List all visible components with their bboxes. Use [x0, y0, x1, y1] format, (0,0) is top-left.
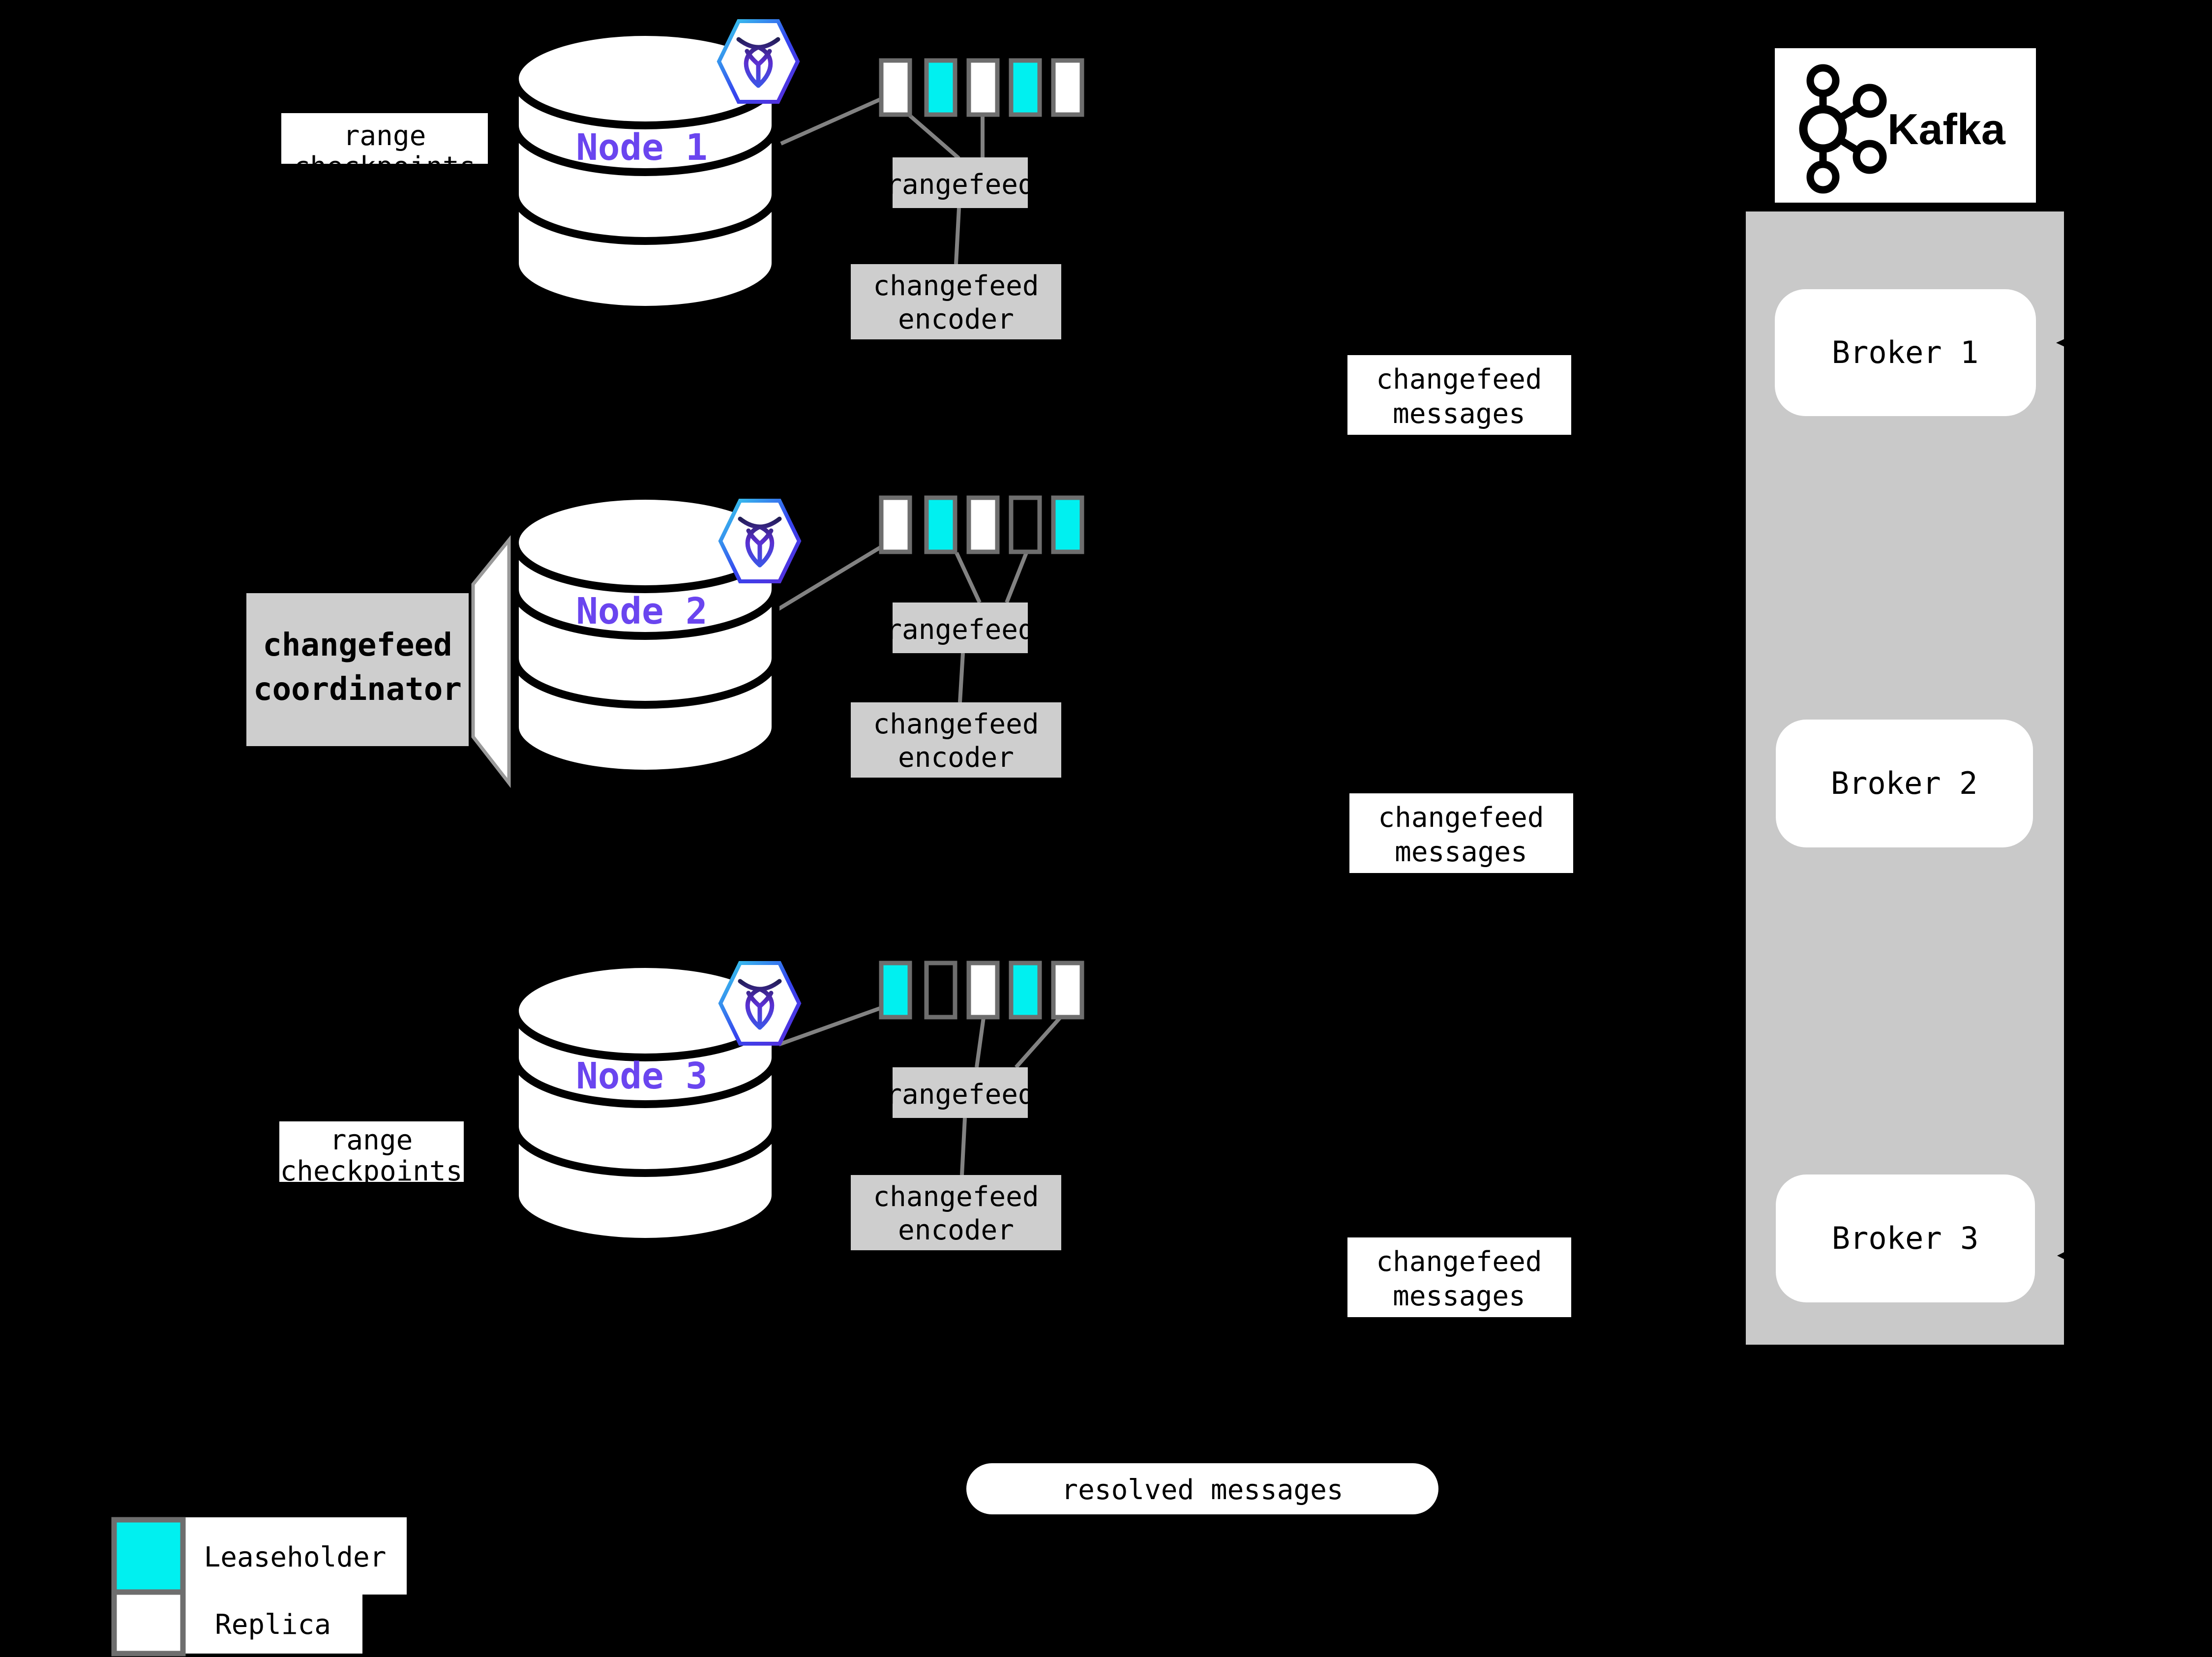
range-square	[879, 495, 912, 554]
cockroachdb-hexagon-icon	[720, 501, 799, 581]
changefeed-encoder-box	[851, 702, 1061, 778]
node-3-label: Node 3	[576, 1055, 707, 1097]
encoder-line1: changefeed	[873, 270, 1039, 302]
connector-line	[954, 208, 961, 265]
connector-line	[958, 653, 965, 703]
range-square	[1009, 961, 1042, 1020]
messages-line2: messages	[1393, 398, 1525, 430]
coordinator-flag	[471, 535, 511, 788]
changefeed-coordinator-box	[246, 593, 469, 746]
messages-line1: changefeed	[1376, 1246, 1542, 1278]
range-checkpoints-line1: range	[343, 120, 426, 152]
encoder-line2: encoder	[898, 303, 1014, 335]
range-square	[1009, 58, 1042, 117]
cockroachdb-hexagon-icon	[719, 21, 798, 102]
node-2-group: changefeed coordinator Node 2 rangefeed …	[246, 496, 1573, 873]
rangefeed-label: rangefeed	[885, 169, 1034, 201]
changefeed-messages-box	[1347, 1237, 1571, 1317]
range-square	[1051, 961, 1084, 1020]
changefeed-encoder-box	[851, 1175, 1061, 1250]
range-checkpoints-line1: range	[330, 1124, 413, 1156]
connector-line	[780, 97, 881, 146]
range-square	[966, 961, 1000, 1020]
broker-2-label: Broker 2	[1831, 765, 1978, 801]
legend: Leaseholder Replica	[111, 1517, 407, 1657]
node-3-group: range checkpoints Node 3 rangefeed chang…	[279, 963, 1571, 1317]
connector-line	[955, 552, 982, 603]
connector-line	[1005, 552, 1028, 603]
range-square	[1051, 495, 1084, 554]
node-1-range-squares	[879, 58, 1084, 117]
changefeed-messages-box	[1347, 355, 1571, 435]
node-2-label: Node 2	[576, 590, 707, 633]
node-1-group: range checkpoints Node 1 rangefeed chang…	[281, 21, 1571, 435]
legend-replica-labelbox	[183, 1595, 362, 1654]
node-3-range-squares	[879, 961, 1084, 1020]
coordinator-line2: coordinator	[253, 671, 462, 708]
connector-line	[975, 1017, 986, 1068]
range-checkpoints-box	[279, 1121, 464, 1182]
broker-1-label: Broker 1	[1832, 334, 1979, 370]
rangefeed-box	[893, 157, 1028, 208]
range-square	[924, 58, 957, 117]
legend-leaseholder-labelbox	[183, 1517, 407, 1595]
range-checkpoints-line2: checkpoints	[280, 1155, 463, 1187]
broker-3-label: Broker 3	[1832, 1220, 1979, 1256]
encoder-line2: encoder	[898, 742, 1014, 774]
left-arrowhead-icon	[2056, 332, 2078, 353]
kafka-brand-label: Kafka	[1887, 105, 2006, 153]
broker-2-box	[1776, 720, 2033, 847]
connector-line	[908, 114, 960, 160]
range-square	[966, 495, 1000, 554]
messages-line1: changefeed	[1376, 363, 1542, 395]
messages-line2: messages	[1393, 1280, 1525, 1312]
legend-leaseholder-swatch	[111, 1517, 186, 1595]
kafka-cluster: Kafka Broker 1 Broker 2 Broker 3	[1746, 48, 2078, 1345]
broker-1-box	[1775, 289, 2036, 416]
connector-line	[960, 1117, 967, 1175]
range-checkpoints-box	[281, 113, 488, 164]
coordinator-line1: changefeed	[263, 627, 452, 663]
node-1-label: Node 1	[576, 126, 707, 169]
messages-line1: changefeed	[1378, 802, 1544, 834]
range-square	[924, 495, 957, 554]
resolved-messages-label: resolved messages	[1061, 1474, 1343, 1506]
range-square	[966, 58, 1000, 117]
rangefeed-box	[893, 1067, 1028, 1118]
legend-replica-label: Replica	[215, 1609, 331, 1641]
range-square	[879, 961, 912, 1020]
node-2-range-squares	[879, 495, 1084, 554]
changefeed-encoder-box	[851, 264, 1061, 339]
resolved-messages-pill	[966, 1463, 1438, 1514]
range-square	[924, 961, 957, 1020]
rangefeed-label: rangefeed	[885, 1079, 1034, 1111]
legend-replica-swatch	[111, 1589, 186, 1657]
broker-3-box	[1776, 1175, 2035, 1302]
messages-line2: messages	[1395, 836, 1527, 868]
range-square	[1009, 495, 1042, 554]
connector-line	[1015, 1013, 1065, 1069]
changefeed-messages-box	[1349, 793, 1573, 873]
rangefeed-box	[893, 603, 1028, 653]
resolved-messages: resolved messages	[966, 1463, 1438, 1514]
encoder-line2: encoder	[898, 1214, 1014, 1246]
range-square	[879, 58, 912, 117]
encoder-line1: changefeed	[873, 708, 1039, 740]
left-arrowhead-icon	[2057, 1252, 2064, 1259]
connector-line	[776, 1005, 884, 1047]
kafka-logo-icon: Kafka	[1799, 64, 2006, 194]
encoder-line1: changefeed	[873, 1181, 1039, 1213]
range-checkpoints-line2: checkpoints	[294, 151, 476, 183]
connector-line	[776, 544, 884, 612]
legend-leaseholder-label: Leaseholder	[204, 1541, 387, 1573]
cockroachdb-hexagon-icon	[720, 963, 799, 1044]
range-square	[1051, 58, 1084, 117]
rangefeed-label: rangefeed	[885, 614, 1034, 646]
